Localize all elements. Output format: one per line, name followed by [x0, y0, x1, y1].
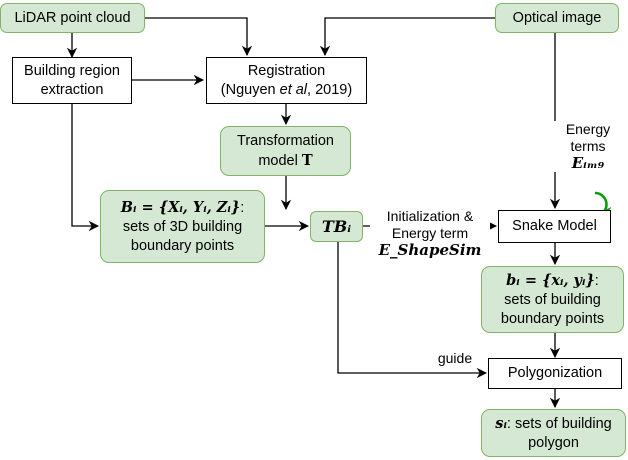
small-b-line3: boundary points	[500, 310, 605, 327]
big-b-3d-boundary-node: Bᵢ = {Xᵢ, Yᵢ, Zᵢ}: sets of 3D building b…	[100, 190, 265, 263]
small-b-colon: :	[594, 272, 599, 289]
energy-line1: Energy	[565, 121, 611, 137]
transformation-model-word: model	[258, 152, 302, 169]
init-line2: Energy term	[370, 225, 490, 242]
big-b-line1: Bᵢ = {Xᵢ, Yᵢ, Zᵢ}:	[121, 198, 244, 218]
registration-line1: Registration	[247, 62, 326, 79]
big-b-line3: boundary points	[130, 237, 235, 254]
optical-image-node: Optical image	[495, 3, 619, 33]
big-b-formula: Bᵢ = {Xᵢ, Yᵢ, Zᵢ}	[120, 198, 241, 216]
edge-optical-to-registration	[319, 17, 495, 57]
edge-building-region-to-big-b	[71, 104, 100, 232]
transformation-line2: model T	[258, 151, 312, 171]
small-b-line2: sets of building	[504, 291, 601, 308]
shape-sim-formula: E_ShapeSim	[370, 242, 490, 259]
registration-line2: (Nguyen et al, 2019)	[221, 81, 352, 100]
big-b-line2: sets of 3D building	[122, 218, 243, 235]
edge-tb-to-polygonization	[337, 242, 488, 379]
transformation-model-node: Transformation model T	[220, 126, 351, 176]
initialization-label: Initialization & Energy term E_ShapeSim	[370, 208, 490, 259]
polygonization-node: Polygonization	[488, 358, 622, 389]
transformation-symbol: T	[301, 151, 313, 169]
building-region-line2: extraction	[40, 81, 104, 98]
guide-text: guide	[437, 350, 473, 366]
energy-terms-label: Energy terms Eᵢₘ₉	[552, 121, 624, 172]
registration-node: Registration (Nguyen et al, 2019)	[206, 57, 367, 104]
energy-img-formula: Eᵢₘ₉	[571, 154, 605, 172]
registration-citation-author: (Nguyen	[220, 81, 280, 98]
small-b-line1: bᵢ = {xᵢ, yᵢ}:	[506, 271, 599, 291]
s-polygon-node: sᵢ: sets of building polygon	[481, 409, 626, 457]
building-region-line1: Building region	[24, 62, 120, 79]
small-b-formula: bᵢ = {xᵢ, yᵢ}	[506, 271, 595, 289]
polygonization-label: Polygonization	[507, 365, 603, 381]
s-line2: polygon	[528, 434, 579, 451]
s-formula: sᵢ	[495, 414, 507, 432]
init-line1: Initialization &	[370, 208, 490, 225]
lidar-point-cloud-node: LiDAR point cloud	[0, 3, 145, 33]
tb-formula: TBᵢ	[321, 217, 352, 236]
transformation-line1: Transformation	[237, 132, 334, 149]
big-b-colon: :	[240, 199, 245, 216]
optical-label: Optical image	[512, 9, 602, 26]
registration-citation-etal: et al	[279, 81, 308, 98]
edge-lidar-to-registration	[145, 17, 253, 57]
registration-citation-year: , 2019)	[307, 81, 353, 98]
tb-node: TBᵢ	[310, 211, 363, 242]
snake-model-node: Snake Model	[498, 210, 611, 243]
guide-label: guide	[430, 350, 480, 367]
energy-line2: terms	[570, 138, 606, 154]
s-suffix: : sets of building	[506, 415, 612, 432]
building-region-extraction-node: Building region extraction	[12, 57, 132, 104]
small-b-2d-boundary-node: bᵢ = {xᵢ, yᵢ}: sets of building boundary…	[481, 266, 624, 333]
lidar-label: LiDAR point cloud	[14, 9, 131, 26]
snake-label: Snake Model	[512, 218, 597, 234]
s-line1: sᵢ: sets of building	[495, 414, 611, 434]
